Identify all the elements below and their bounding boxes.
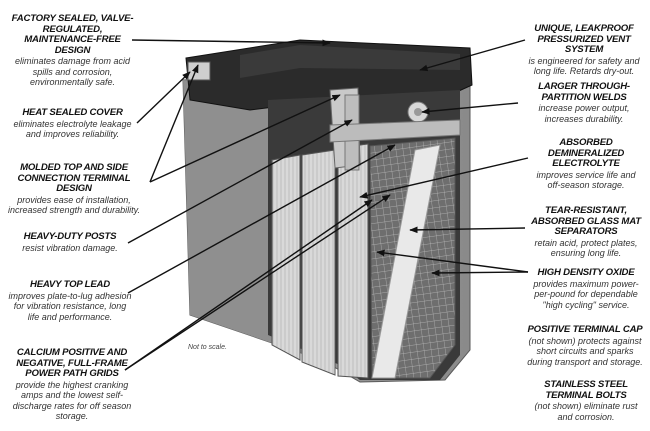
callout-absorbed-electrolyte: ABSORBED DEMINERALIZED ELECTROLYTE impro… [530, 137, 642, 191]
callout-desc: eliminates electrolyte leakage and impro… [13, 118, 132, 140]
callout-title: POSITIVE TERMINAL CAP [527, 324, 643, 335]
callout-title: HEAVY TOP LEAD [29, 279, 110, 290]
callout-desc: (not shown) protects against short circu… [527, 335, 643, 367]
callout-title: FACTORY SEALED, VALVE-REGULATED, MAINTEN… [11, 13, 134, 56]
callout-desc: retain acid, protect plates, ensuring lo… [534, 237, 638, 259]
callout-desc: improves plate-to-lug adhesion for vibra… [8, 290, 132, 322]
callout-factory-sealed: FACTORY SEALED, VALVE-REGULATED, MAINTEN… [10, 13, 135, 88]
callout-title: ABSORBED DEMINERALIZED ELECTROLYTE [547, 137, 625, 169]
callout-title: LARGER THROUGH-PARTITION WELDS [538, 81, 630, 103]
not-to-scale-note: Not to scale. [188, 344, 227, 351]
callout-title: HIGH DENSITY OXIDE [537, 267, 635, 278]
callout-title: STAINLESS STEEL TERMINAL BOLTS [544, 379, 628, 401]
callout-calcium-grids: CALCIUM POSITIVE AND NEGATIVE, FULL-FRAM… [12, 347, 132, 422]
callout-desc: increase power output, increases durabil… [538, 103, 630, 124]
callout-through-partition-welds: LARGER THROUGH-PARTITION WELDS increase … [522, 81, 646, 124]
callout-desc: provides maximum power-per-pound for dep… [533, 278, 639, 310]
callout-desc: (not shown) eliminate rust and corrosion… [534, 401, 638, 422]
callout-glass-mat-separators: TEAR-RESISTANT, ABSORBED GLASS MAT SEPAR… [528, 205, 644, 259]
plate-stack-2 [301, 149, 336, 376]
callout-title: UNIQUE, LEAKPROOF PRESSURIZED VENT SYSTE… [534, 23, 634, 55]
callout-desc: provides ease of installation, increased… [8, 194, 140, 216]
callout-title: CALCIUM POSITIVE AND NEGATIVE, FULL-FRAM… [16, 347, 128, 379]
callout-heavy-duty-posts: HEAVY-DUTY POSTS resist vibration damage… [10, 231, 130, 253]
callout-positive-terminal-cap: POSITIVE TERMINAL CAP (not shown) protec… [524, 324, 646, 367]
callout-title: HEAVY-DUTY POSTS [23, 231, 117, 242]
callout-desc: improves service life and off-season sto… [536, 169, 636, 191]
callout-vent-system: UNIQUE, LEAKPROOF PRESSURIZED VENT SYSTE… [522, 23, 646, 77]
callout-title: MOLDED TOP AND SIDE CONNECTION TERMINAL … [17, 162, 131, 194]
callout-heavy-top-lead: HEAVY TOP LEAD improves plate-to-lug adh… [8, 279, 132, 322]
plate-stack-1 [271, 154, 301, 361]
callout-heat-sealed-cover: HEAT SEALED COVER eliminates electrolyte… [10, 107, 135, 140]
callout-stainless-bolts: STAINLESS STEEL TERMINAL BOLTS (not show… [534, 379, 638, 422]
callout-molded-top: MOLDED TOP AND SIDE CONNECTION TERMINAL … [4, 162, 144, 216]
callout-desc: eliminates damage from acid spills and c… [14, 56, 131, 87]
callout-desc: is engineered for safety and long life. … [528, 55, 640, 77]
callout-title: TEAR-RESISTANT, ABSORBED GLASS MAT SEPAR… [531, 205, 641, 237]
callout-title: HEAT SEALED COVER [22, 107, 123, 118]
callout-desc: resist vibration damage. [22, 242, 118, 253]
leader-lines [124, 39, 529, 371]
callout-desc: provide the highest cranking amps and th… [12, 379, 132, 422]
plate-stack-3 [337, 143, 369, 379]
callout-high-density-oxide: HIGH DENSITY OXIDE provides maximum powe… [530, 267, 642, 310]
glass-mat-separator [371, 144, 441, 379]
